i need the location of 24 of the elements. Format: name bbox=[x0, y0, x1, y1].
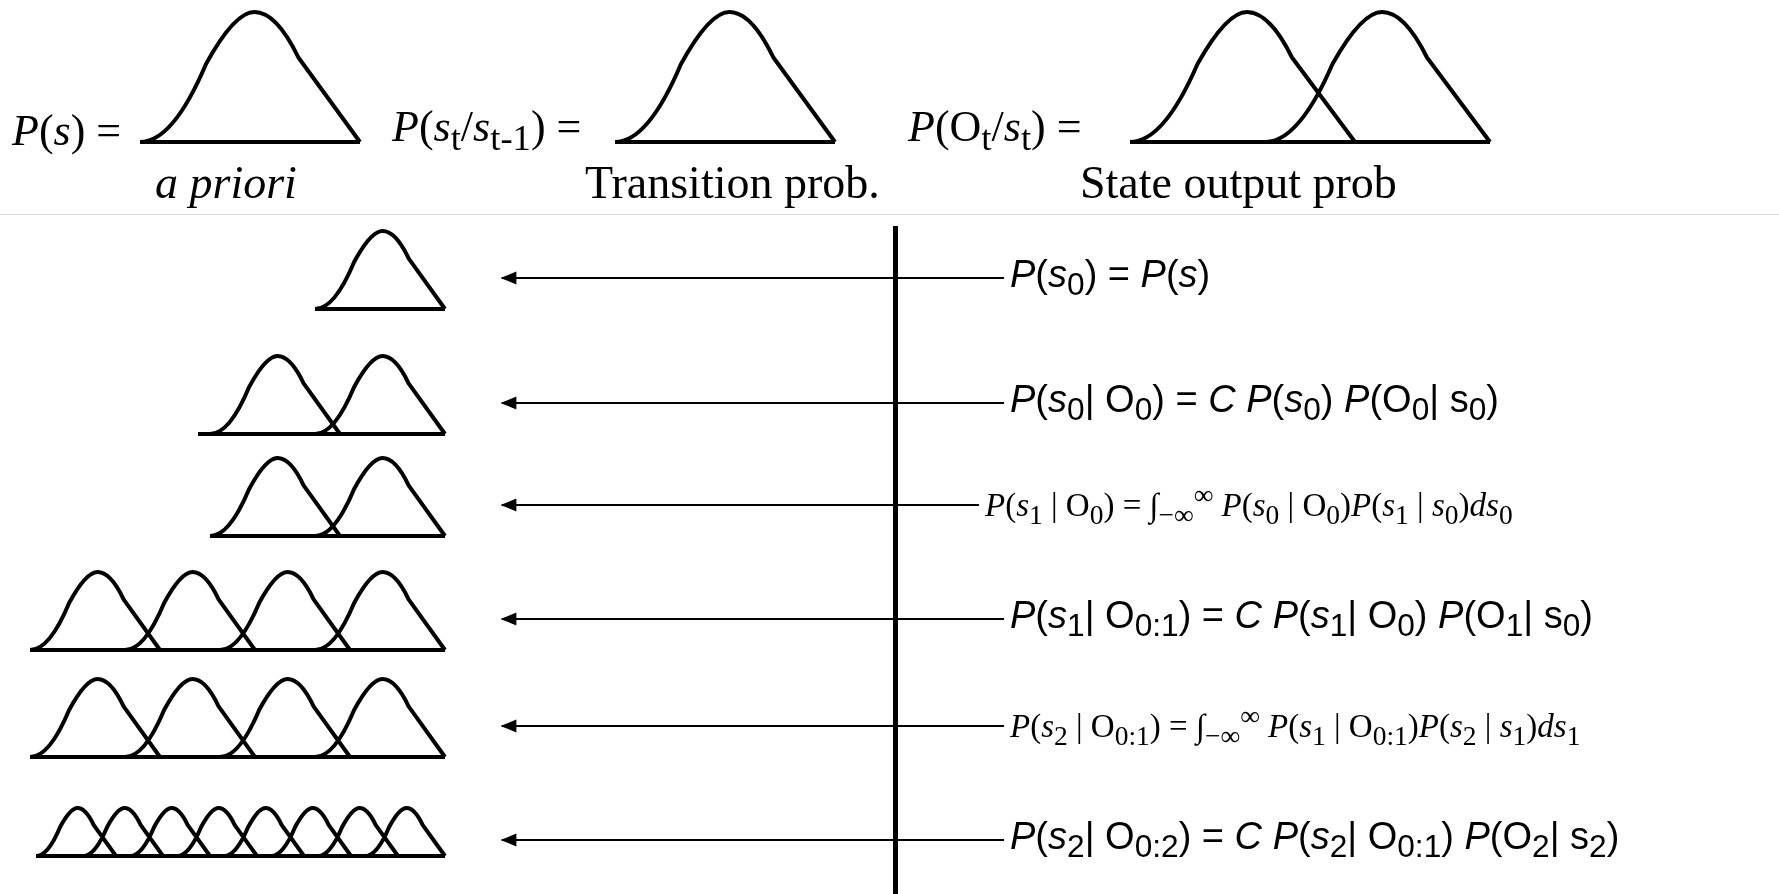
arrow bbox=[500, 833, 1005, 847]
curve-drawing bbox=[28, 570, 447, 652]
arrow bbox=[500, 498, 980, 512]
formula: P(s$_{2}$| O$_{0:2}$) = C P(s$_{2}$| O$_{0:1}$) P(O$_{2}$| s$_{2}$) bbox=[1010, 814, 1620, 866]
caption: Transition prob. bbox=[585, 155, 880, 209]
formula: P(s$_{1}$ | O$_{0}$) = ∫$_{−∞}$$^{∞}$ P(s$_{0}$ | O$_{0}$)P(s$_{1}$ | s$_{0}$)ds$_{0}$ bbox=[985, 479, 1513, 531]
arrow bbox=[500, 612, 1005, 626]
curve-drawing bbox=[208, 456, 447, 538]
arrow bbox=[500, 396, 1005, 410]
formula: P(s$_{2}$ | O$_{0:1}$) = ∫$_{−∞}$$^{∞}$ P(s$_{1}$ | O$_{0:1}$)P(s$_{2}$ | s$_{1}$)ds$_{1}$ bbox=[1010, 700, 1581, 752]
formula: P(s$_{0}$) = P(s) bbox=[1010, 252, 1211, 304]
caption: State output prob bbox=[1080, 155, 1397, 209]
caption: a priori bbox=[155, 155, 297, 209]
arrow bbox=[500, 271, 1005, 285]
curve-drawing bbox=[196, 354, 447, 436]
formula: P(s$_{0}$| O$_{0}$) = C P(s$_{0}$) P(O$_{0}$| s$_{0}$) bbox=[1010, 377, 1499, 429]
formula: P(s$_{t}$/s$_{t-1}$) = bbox=[392, 100, 582, 160]
formula: P(s$_{1}$| O$_{0:1}$) = C P(s$_{1}$| O$_{0}$) P(O$_{1}$| s$_{0}$) bbox=[1010, 593, 1593, 645]
curve-drawing bbox=[28, 677, 447, 759]
formula: P(s) = bbox=[12, 104, 122, 156]
arrow bbox=[500, 719, 1005, 733]
curve-drawing bbox=[313, 229, 447, 311]
curve-drawing bbox=[34, 806, 447, 858]
formula: P(O$_{t}$/s$_{t}$) = bbox=[908, 100, 1082, 160]
